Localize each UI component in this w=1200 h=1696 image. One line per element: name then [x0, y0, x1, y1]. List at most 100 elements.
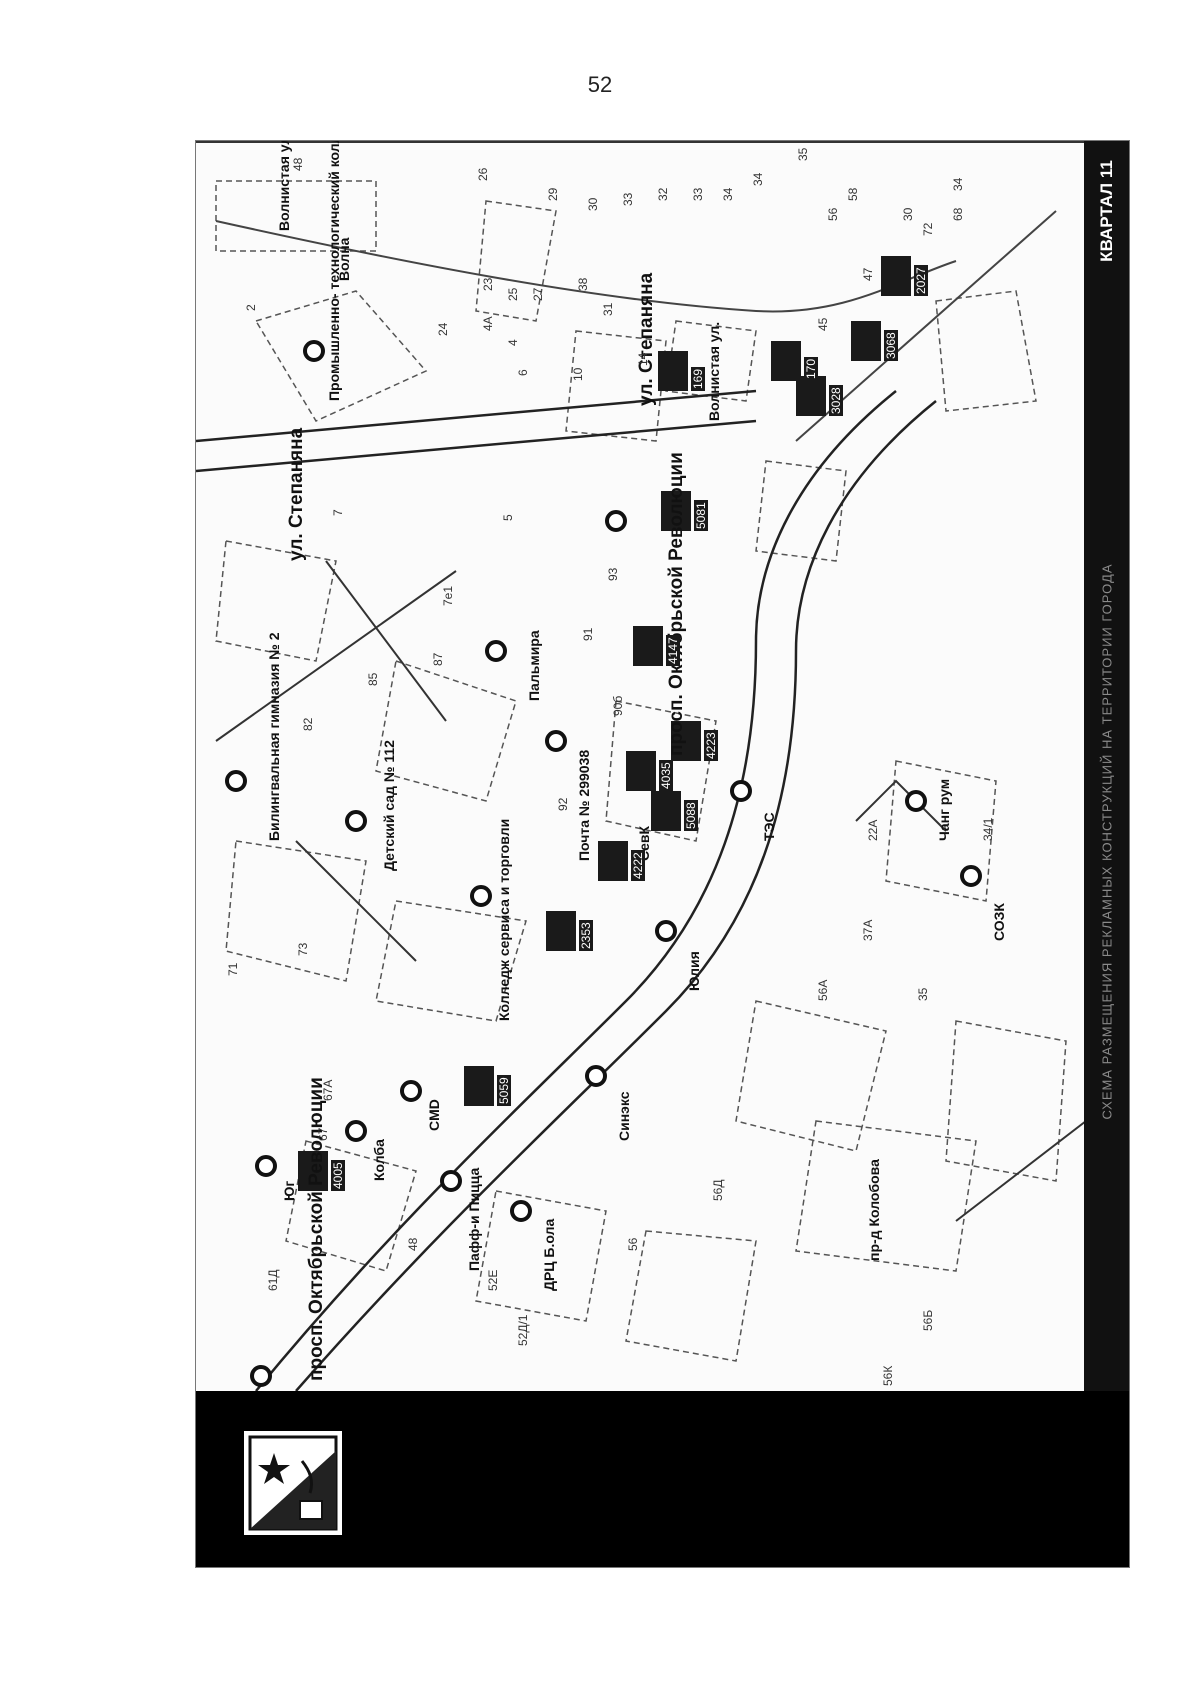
building-number: 58: [846, 187, 860, 201]
street-label-stepanyana-left: ул. Степаняна: [286, 427, 307, 561]
building-number: 14: [636, 352, 650, 366]
ad-marker[interactable]: [651, 791, 681, 831]
ad-marker[interactable]: [851, 321, 881, 361]
building-number: 82: [301, 717, 315, 731]
title-strip: КВАРТАЛ 11 СХЕМА РАЗМЕЩЕНИЯ РЕКЛАМНЫХ КО…: [1084, 141, 1129, 1391]
street-label-oktyabrskoy-lower: просп. Октябрьской Революции: [306, 1077, 327, 1381]
ad-marker[interactable]: [771, 341, 801, 381]
bottom-band: [196, 1391, 1129, 1567]
building-number: 48: [291, 157, 305, 171]
building-number: 72: [921, 222, 935, 236]
building-number: 25: [506, 287, 520, 301]
poi-college-service: Колледж сервиса и торговли: [496, 818, 512, 1021]
building-number: 73: [296, 942, 310, 956]
building-number: 22А: [866, 819, 880, 841]
street-label-oktyabrskoy-upper: просп. Октябрьской Революции: [666, 452, 687, 756]
city-emblem-icon: [244, 1431, 342, 1535]
ad-marker-label: 169: [691, 366, 705, 391]
building-number: 27: [531, 287, 545, 301]
building-number: 34/1: [981, 817, 995, 841]
building-number: 56: [826, 207, 840, 221]
ad-marker-label: 3028: [829, 385, 843, 416]
ad-marker[interactable]: [658, 351, 688, 391]
building-number: 33: [691, 187, 705, 201]
building-number: 30: [586, 197, 600, 211]
ad-marker[interactable]: [598, 841, 628, 881]
poi-tes: ТЭС: [761, 812, 777, 841]
ad-marker[interactable]: [796, 376, 826, 416]
building-number: 87: [431, 652, 445, 666]
building-number: 48: [406, 1237, 420, 1251]
ad-marker-label: 170: [804, 356, 818, 381]
poi-kindergarten: Детский сад № 112: [381, 740, 397, 871]
ad-marker[interactable]: [546, 911, 576, 951]
building-number: 67A: [321, 1079, 335, 1101]
building-number: 2: [244, 304, 258, 311]
building-number: 56: [626, 1237, 640, 1251]
building-number: 35: [916, 987, 930, 1001]
ad-marker-label: 2353: [579, 920, 593, 951]
building-number: 7: [331, 509, 345, 516]
building-number: 37А: [861, 919, 875, 941]
building-number: 68: [951, 207, 965, 221]
poi-sinex: Синэкс: [616, 1091, 632, 1141]
poi-yulia: Юлия: [686, 951, 702, 991]
building-number: 91: [581, 627, 595, 641]
street-label-kolobova: пр-д Колобова: [866, 1159, 882, 1261]
building-number: 38: [576, 277, 590, 291]
ad-marker[interactable]: [671, 721, 701, 761]
building-number: 7e1: [441, 585, 455, 606]
ad-marker-label: 5088: [684, 800, 698, 831]
building-number: 29: [546, 187, 560, 201]
street-label-stepanyana-right: ул. Степаняна: [636, 272, 657, 406]
ad-marker-label: 5081: [694, 500, 708, 531]
building-number: 31: [601, 302, 615, 316]
building-number: 45: [816, 317, 830, 331]
ad-marker-label: 2027: [914, 265, 928, 296]
building-number: 56К: [881, 1365, 895, 1386]
ad-marker[interactable]: [626, 751, 656, 791]
building-number: 4A: [481, 316, 495, 331]
ad-marker[interactable]: [661, 491, 691, 531]
poi-kolba: Колба: [371, 1139, 387, 1181]
quarter-title: КВАРТАЛ 11: [1096, 160, 1116, 262]
building-number: 34: [951, 177, 965, 191]
ad-marker-label: 4223: [704, 730, 718, 761]
building-number: 24: [436, 322, 450, 336]
building-number: 10: [571, 367, 585, 381]
ad-marker[interactable]: [881, 256, 911, 296]
ad-marker-label: 4035: [659, 760, 673, 791]
poi-paffi: Пафф-и Пицца: [466, 1167, 482, 1271]
ad-marker-label: 3068: [884, 330, 898, 361]
building-number: 34: [751, 172, 765, 186]
building-number: 26: [476, 167, 490, 181]
map-frame: просп. Октябрьской Революции просп. Октя…: [195, 140, 1130, 1568]
building-number: 35: [796, 147, 810, 161]
map-canvas[interactable]: просп. Октябрьской Революции просп. Октя…: [196, 141, 1086, 1391]
building-number: 47: [861, 267, 875, 281]
map-caption: СХЕМА РАЗМЕЩЕНИЯ РЕКЛАМНЫХ КОНСТРУКЦИЙ Н…: [1099, 563, 1115, 1119]
poi-soz: СОЗК: [991, 903, 1007, 941]
poi-volna: Волна: [336, 237, 352, 281]
poi-yug: Юг: [281, 1180, 297, 1201]
street-label-volnistaya-mid: Волнистая ул.: [706, 321, 722, 421]
map-drawing: [196, 141, 1086, 1391]
ad-marker[interactable]: [464, 1066, 494, 1106]
poi-post: Почта № 299038: [576, 749, 592, 861]
building-number: 61Д: [266, 1269, 280, 1291]
building-number: 4: [506, 339, 520, 346]
building-number: 23: [481, 277, 495, 291]
building-number: 32: [656, 187, 670, 201]
building-number: 67: [316, 1127, 330, 1141]
ad-marker[interactable]: [633, 626, 663, 666]
ad-marker[interactable]: [298, 1151, 328, 1191]
ad-marker-label: 4005: [331, 1160, 345, 1191]
building-number: 92: [556, 797, 570, 811]
building-number: 56А: [816, 979, 830, 1001]
ad-marker-label: 4147: [666, 635, 680, 666]
building-number: 90б: [611, 695, 625, 716]
building-number: 52Е: [486, 1269, 500, 1291]
poi-cmd: CMD: [426, 1099, 442, 1131]
building-number: 56Б: [921, 1309, 935, 1331]
building-number: 30: [901, 207, 915, 221]
